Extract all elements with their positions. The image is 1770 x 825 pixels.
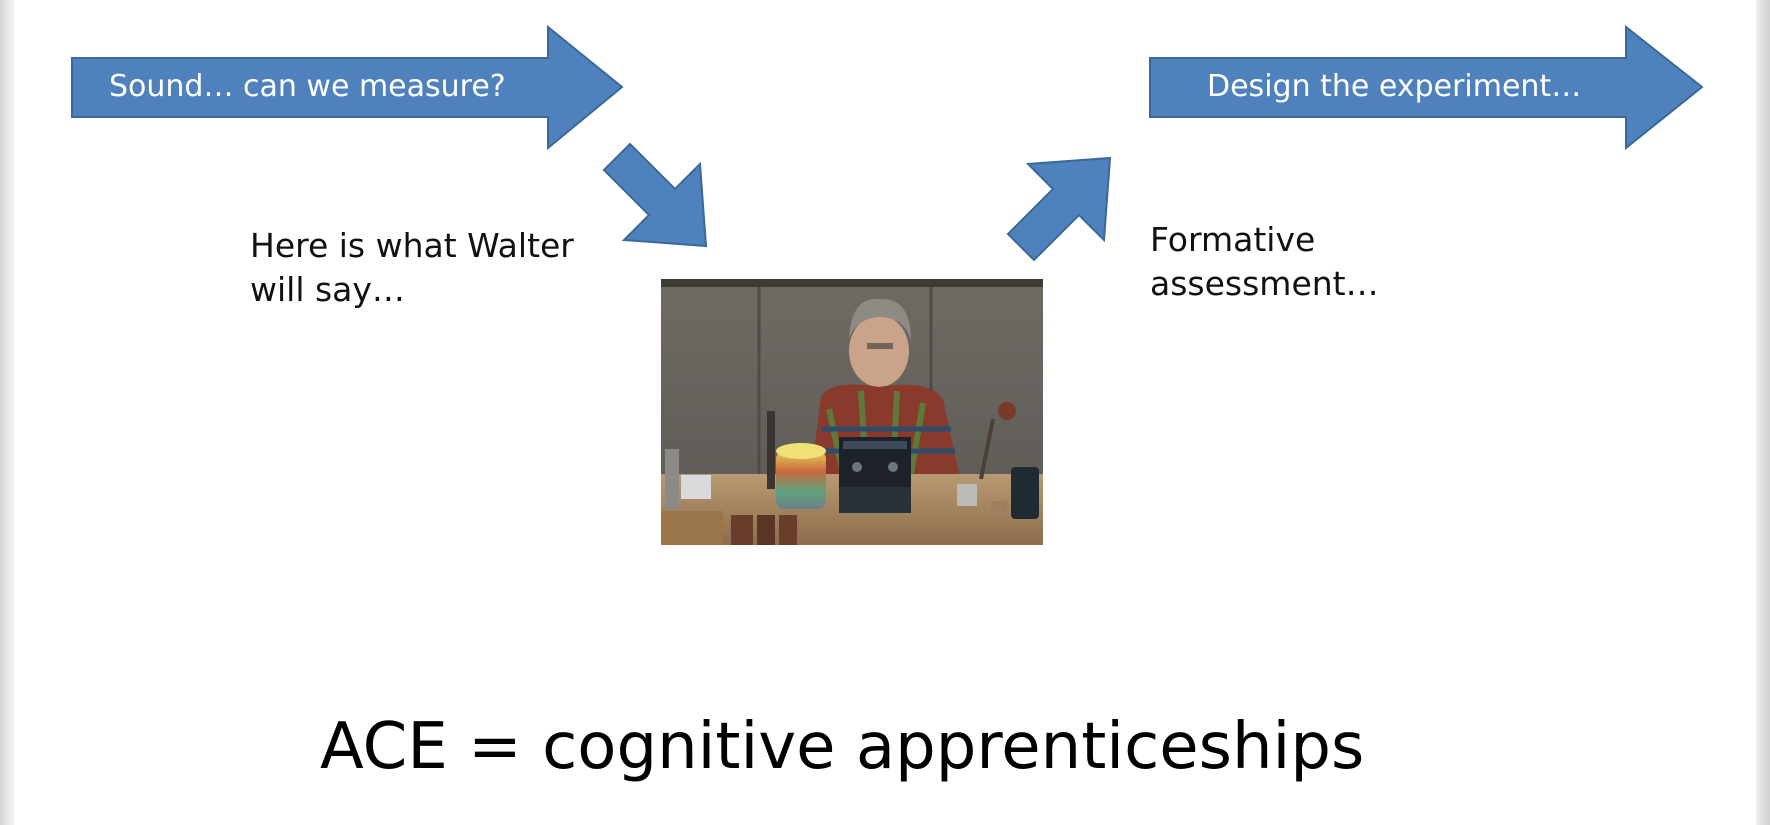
walter-note: Here is what Walter will say… <box>250 226 574 309</box>
arrow-design-label: Design the experiment… <box>1207 69 1582 104</box>
arrow-design-experiment: Design the experiment… <box>1148 25 1705 150</box>
photo-image <box>661 279 1043 545</box>
right-arrow-icon <box>1149 25 1704 150</box>
right-arrow-icon <box>71 25 624 150</box>
arrow-sound-measure: Sound… can we measure? <box>70 25 625 150</box>
down-right-arrow-icon <box>600 140 712 252</box>
arrow-sound-label: Sound… can we measure? <box>109 69 506 104</box>
formative-assessment-note: Formative assessment… <box>1150 220 1379 303</box>
lecture-demo-photo <box>661 279 1043 545</box>
up-right-arrow-icon <box>1004 152 1116 264</box>
slide-title: ACE = cognitive apprenticeships <box>320 710 1365 784</box>
